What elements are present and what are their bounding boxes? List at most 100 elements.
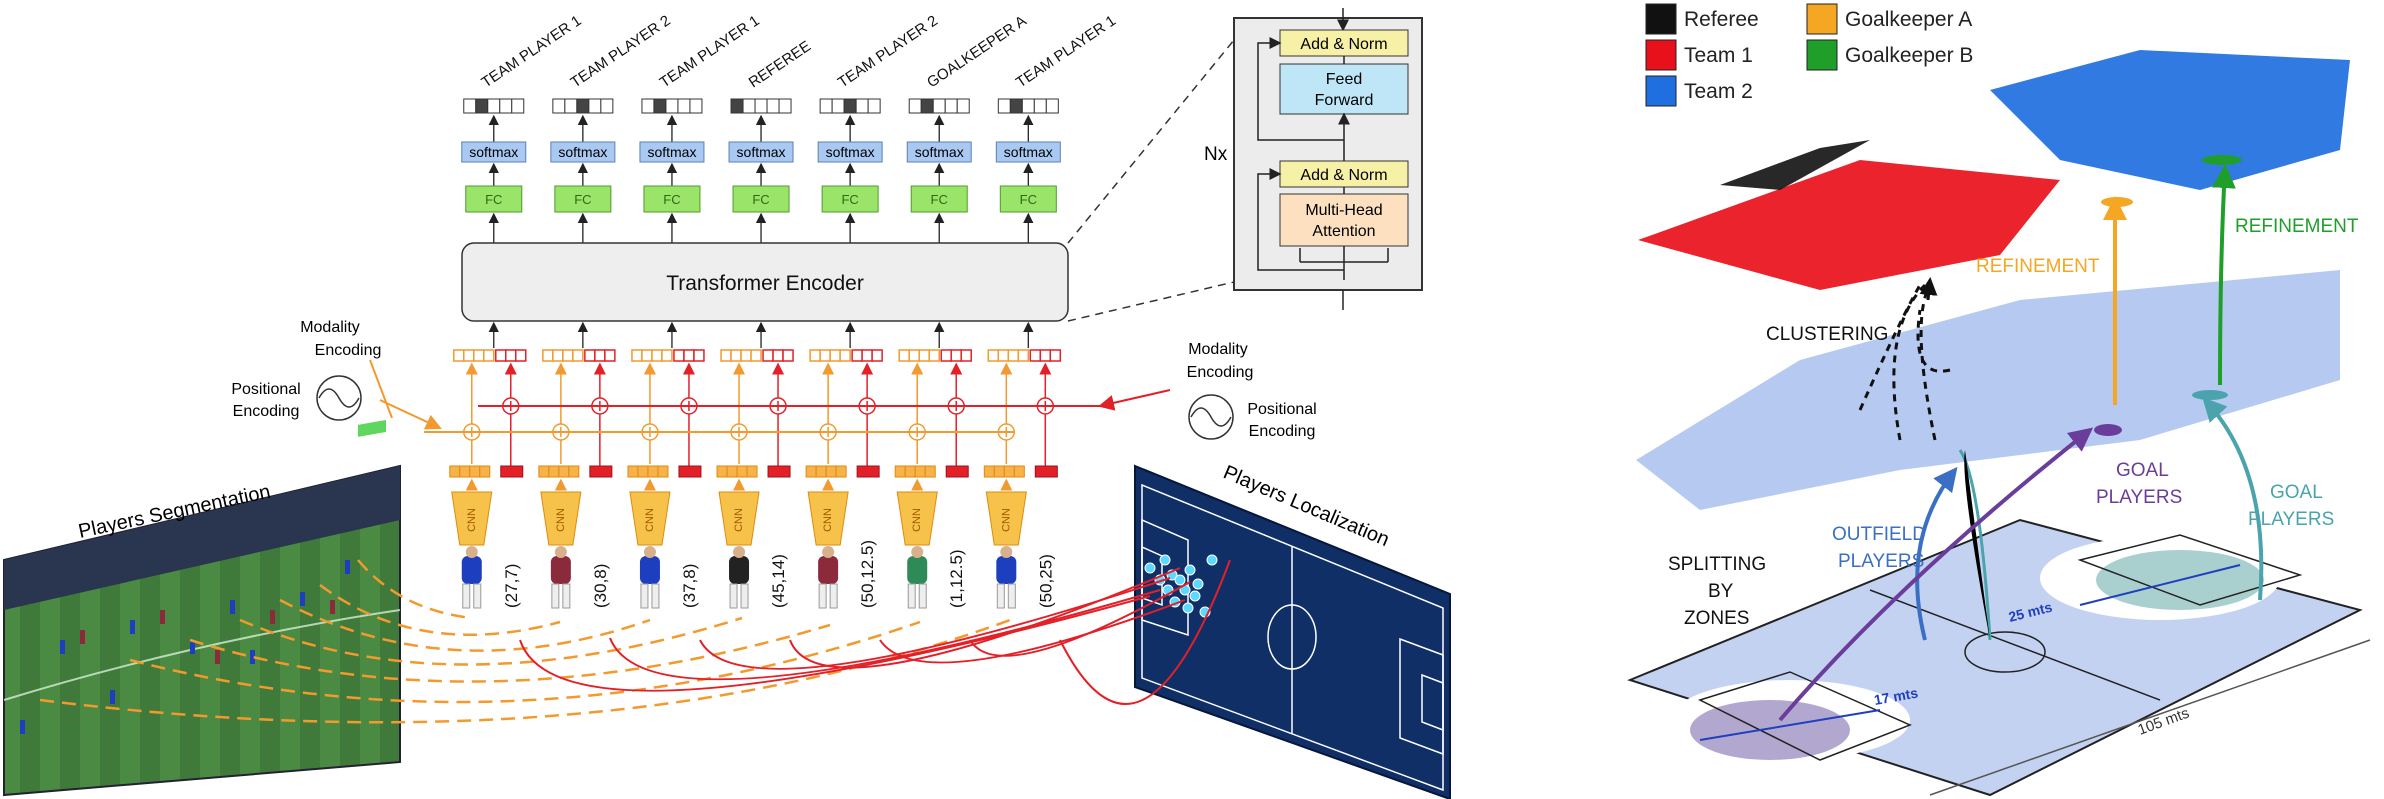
one-hot-cell (831, 98, 845, 114)
zoom-line-bottom (1067, 281, 1235, 322)
player-crop (550, 556, 571, 584)
splitting-label-1: SPLITTING (1668, 554, 1766, 575)
player-dot (1182, 602, 1194, 614)
legend-label: Team 1 (1684, 44, 1753, 67)
one-hot-cell (689, 98, 703, 114)
modality-encoding-left-1: Modality (300, 319, 360, 336)
one-hot-cell (742, 98, 756, 114)
clusters-middle (1636, 270, 2340, 510)
player-crop (461, 556, 482, 584)
softmax-box (995, 141, 1061, 163)
fc-box (465, 185, 523, 213)
player-dot (1184, 564, 1196, 576)
players-localization-pitch (1134, 464, 1451, 799)
fc-box (732, 185, 790, 213)
softmax-box (639, 141, 705, 163)
fc-label: FC (485, 192, 502, 207)
cnn-block (540, 491, 582, 546)
one-hot-cell (754, 98, 768, 114)
player-dot (1206, 554, 1218, 566)
player-coordinate: (37,8) (680, 564, 699, 608)
one-hot-cell (552, 98, 566, 114)
one-hot-cell (932, 98, 946, 114)
one-hot-cell (511, 98, 525, 114)
one-hot-cell (564, 98, 578, 114)
player-coordinate: (50,12.5) (858, 540, 877, 608)
player-dot (1159, 554, 1171, 566)
modality-encoding-right-2: Encoding (1187, 364, 1254, 381)
player-crop (639, 556, 660, 584)
fc-box (554, 185, 612, 213)
one-hot-cell (855, 98, 869, 114)
fc-label: FC (574, 192, 591, 207)
clusters-top (1638, 50, 2350, 290)
one-hot-cell (475, 98, 489, 114)
goal-purple-label-2: PLAYERS (2096, 487, 2182, 508)
one-hot-cell (487, 98, 501, 114)
softmax-label: softmax (469, 144, 518, 160)
goal-teal-arrow (2202, 397, 2264, 601)
player-crop (996, 556, 1017, 584)
one-hot-cell (908, 98, 922, 114)
zones-pitch (1627, 518, 2371, 797)
refinement-green-arrow (2211, 164, 2236, 386)
output-class-label: REFEREE (746, 38, 814, 92)
svg-text:Attention: Attention (1312, 223, 1375, 240)
softmax-label: softmax (1004, 144, 1053, 160)
cnn-label: CNN (555, 508, 567, 532)
multi-head-attention-box (1279, 193, 1409, 247)
player-crop (729, 556, 750, 584)
modality-encoding-left-2: Encoding (315, 342, 382, 359)
player-coordinate: (1,12.5) (947, 549, 966, 608)
player-coordinate: (27,7) (502, 564, 521, 608)
zoom-line-top (1067, 39, 1235, 244)
one-hot-cell (463, 98, 477, 114)
splitting-label-2: BY (1708, 581, 1734, 602)
fc-label: FC (1020, 192, 1037, 207)
legend-label: Goalkeeper B (1845, 44, 1973, 67)
legend-label: Referee (1684, 8, 1759, 31)
splitting-label-3: ZONES (1684, 608, 1749, 629)
fc-box (643, 185, 701, 213)
fc-label: FC (841, 192, 858, 207)
softmax-box (728, 141, 794, 163)
cnn-block (985, 491, 1027, 546)
legend-swatch (1806, 39, 1838, 71)
goal-purple-label-1: GOAL (2116, 460, 2169, 481)
transformer-block-detail: Add & Norm Feed Forward Add & Norm Multi… (1204, 8, 1423, 310)
cnn-block (896, 491, 938, 546)
one-hot-cell (778, 98, 792, 114)
localization-links (519, 559, 1231, 705)
softmax-box (817, 141, 883, 163)
legend-swatch (1806, 3, 1838, 35)
one-hot-cell (730, 98, 744, 114)
one-hot-cell (665, 98, 679, 114)
cnn-label: CNN (466, 508, 478, 532)
legend-swatch (1645, 3, 1677, 35)
output-class-label: TEAM PLAYER 1 (1013, 12, 1119, 91)
add-norm-top (1279, 29, 1409, 57)
one-hot-cell (956, 98, 970, 114)
softmax-label: softmax (737, 144, 786, 160)
player-coordinate: (30,8) (591, 564, 610, 608)
cnn-label: CNN (911, 508, 923, 532)
one-hot-cell (766, 98, 780, 114)
one-hot-cell (641, 98, 655, 114)
player-coordinate: (45,14) (769, 554, 788, 608)
svg-text:Forward: Forward (1315, 92, 1374, 109)
outfield-label-1: OUTFIELD (1832, 524, 1926, 545)
cnn-label: CNN (822, 508, 834, 532)
goal-teal-label-1: GOAL (2270, 482, 2323, 503)
svg-text:Multi-Head: Multi-Head (1305, 202, 1382, 219)
cnn-block (718, 491, 760, 546)
one-hot-cell (920, 98, 934, 114)
cnn-block (629, 491, 671, 546)
softmax-label: softmax (558, 144, 607, 160)
one-hot-cell (819, 98, 833, 114)
legend-label: Goalkeeper A (1845, 8, 1972, 31)
one-hot-cell (867, 98, 881, 114)
transformer-encoder-box (461, 242, 1069, 322)
positional-encoding-right-2: Encoding (1249, 423, 1316, 440)
